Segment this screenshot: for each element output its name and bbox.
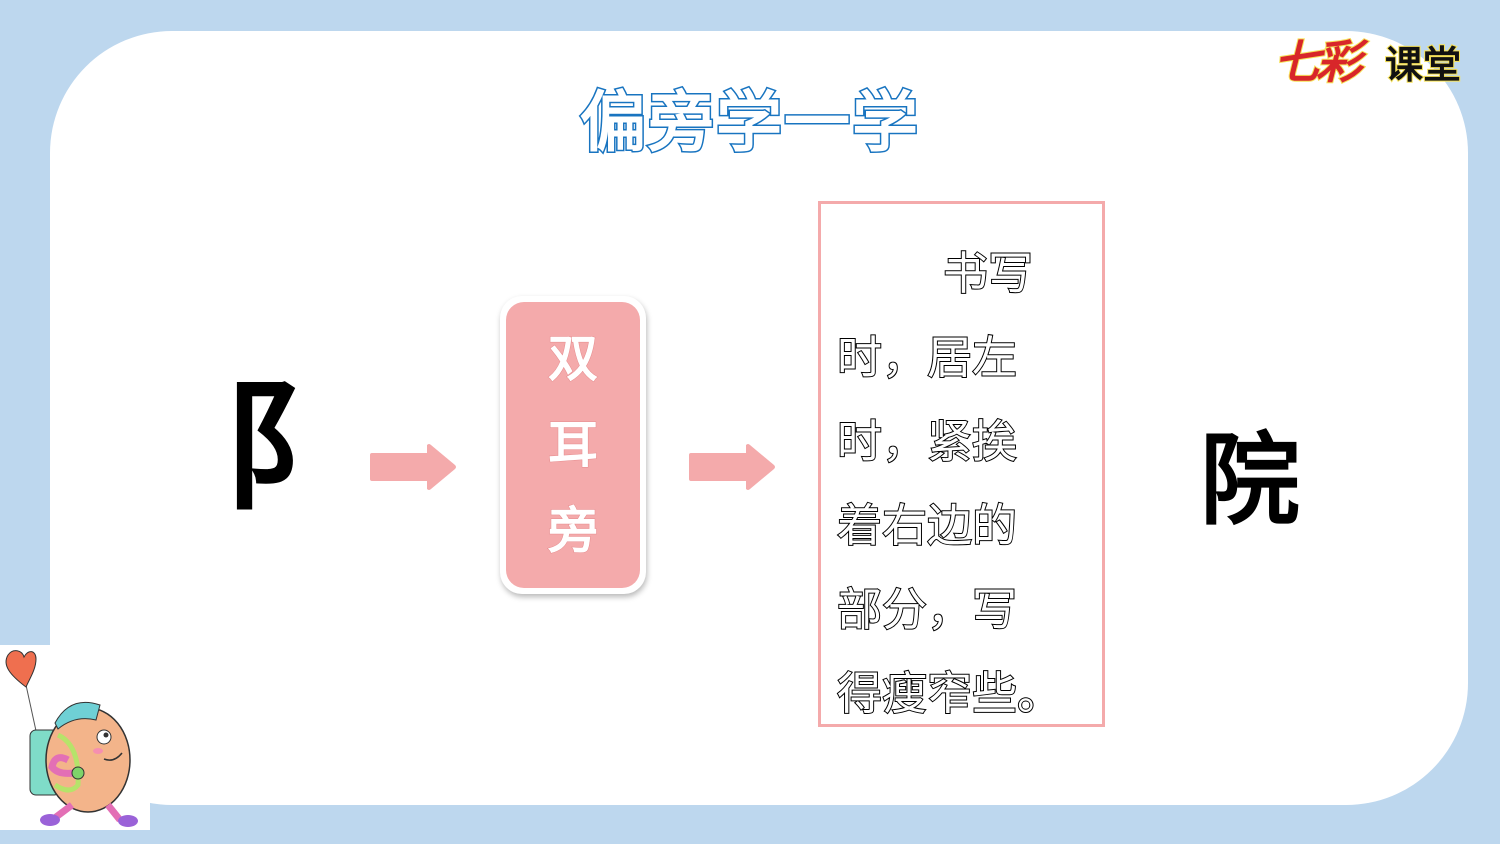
radical-name-char: 双 [548,329,599,389]
rule-line: 着右边的 [836,498,1018,553]
logo-qicai-text: 七彩 [1273,34,1363,90]
arrow-right-icon [688,443,776,491]
arrow-right-icon [369,443,457,491]
rule-line: 书写 [942,246,1034,301]
radical-name-char: 旁 [548,501,599,561]
slide-title: 偏旁学一学 [579,83,920,163]
rule-line: 时，居左 [836,330,1018,385]
radical-name-char: 耳 [548,415,599,475]
brand-logo: 七彩 课堂 [1270,28,1485,108]
rule-line: 得瘦窄些。 [836,666,1063,721]
logo-ketang-text: 课堂 [1384,42,1462,88]
writing-rule-box: 书写 时，居左 时，紧挨 着右边的 部分，写 得瘦窄些。 [818,201,1105,727]
egg-mascot-icon [0,645,150,830]
rule-line: 部分，写 [836,582,1018,637]
rule-line: 时，紧挨 [836,414,1018,469]
radical-name-card: 双 耳 旁 [500,296,646,594]
example-character: 院 [1200,421,1300,539]
radical-glyph: 阝 [222,366,363,530]
writing-rule-text: 书写 时，居左 时，紧挨 着右边的 部分，写 得瘦窄些。 [836,232,1077,736]
slide-panel [50,31,1468,805]
